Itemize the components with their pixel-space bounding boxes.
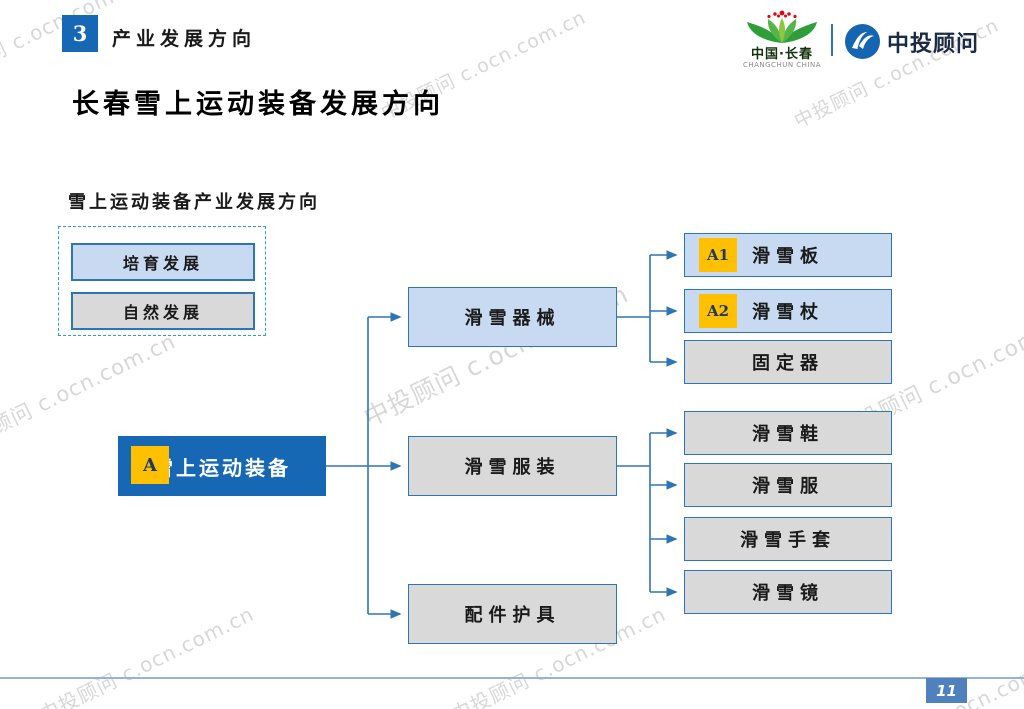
- changchun-logo-name: 中国·长春: [751, 47, 813, 62]
- node-label: 滑雪鞋: [752, 424, 824, 445]
- node-tag: A2: [699, 294, 737, 328]
- node-ski-poles: A2 滑雪杖: [684, 289, 892, 333]
- page-number-badge: 11: [926, 678, 967, 703]
- legend-box: 培育发展 自然发展: [58, 226, 266, 336]
- node-ski-apparatus: 滑雪器械: [408, 287, 617, 347]
- footer-divider: [0, 677, 1024, 679]
- node-ski-gloves: 滑雪手套: [684, 517, 892, 561]
- node-label: 滑雪服装: [464, 457, 561, 478]
- node-label: 滑雪服: [752, 476, 824, 497]
- node-ski-clothing: 滑雪服装: [408, 436, 617, 496]
- node-ski-suit: 滑雪服: [684, 463, 892, 507]
- node-label: 滑雪镜: [752, 583, 824, 604]
- node-label: 滑雪板: [752, 246, 824, 267]
- node-label: 滑雪杖: [752, 302, 824, 323]
- node-ski-goggles: 滑雪镜: [684, 570, 892, 614]
- page-title: 长春雪上运动装备发展方向: [72, 89, 444, 120]
- legend-item-cultivated: 培育发展: [71, 243, 255, 281]
- node-label: 滑雪手套: [740, 530, 836, 551]
- node-bindings: 固定器: [684, 340, 892, 384]
- changchun-logo: 中国·长春 CHANGCHUN CHINA: [740, 10, 824, 70]
- ocn-logo-name: 中投顾问: [887, 31, 980, 57]
- node-label: 滑雪器械: [464, 308, 561, 329]
- node-tag: A1: [699, 238, 737, 272]
- node-snow-sports-equipment: A 雪上运动装备: [118, 436, 326, 496]
- node-ski-boots: 滑雪鞋: [684, 411, 892, 455]
- changchun-tree-icon: [747, 10, 817, 43]
- section-number-box: 3: [62, 15, 98, 52]
- legend-item-natural: 自然发展: [71, 292, 255, 330]
- ocn-logo: 中投顾问: [844, 23, 979, 60]
- node-label: 配件护具: [464, 605, 561, 626]
- node-accessories-protective-gear: 配件护具: [408, 584, 617, 644]
- node-label: 雪上运动装备: [153, 455, 291, 480]
- node-label: 固定器: [752, 353, 824, 374]
- changchun-logo-subtitle: CHANGCHUN CHINA: [742, 61, 822, 69]
- ocn-logo-icon: [845, 24, 880, 59]
- node-tag: A: [131, 446, 169, 484]
- node-ski-board: A1 滑雪板: [684, 233, 892, 277]
- diagram-caption: 雪上运动装备产业发展方向: [68, 192, 320, 213]
- logo-divider: [831, 24, 833, 56]
- watermark-text: 中投顾问 c.ocn.com.cn: [35, 601, 258, 709]
- section-title: 产业发展方向: [112, 28, 257, 50]
